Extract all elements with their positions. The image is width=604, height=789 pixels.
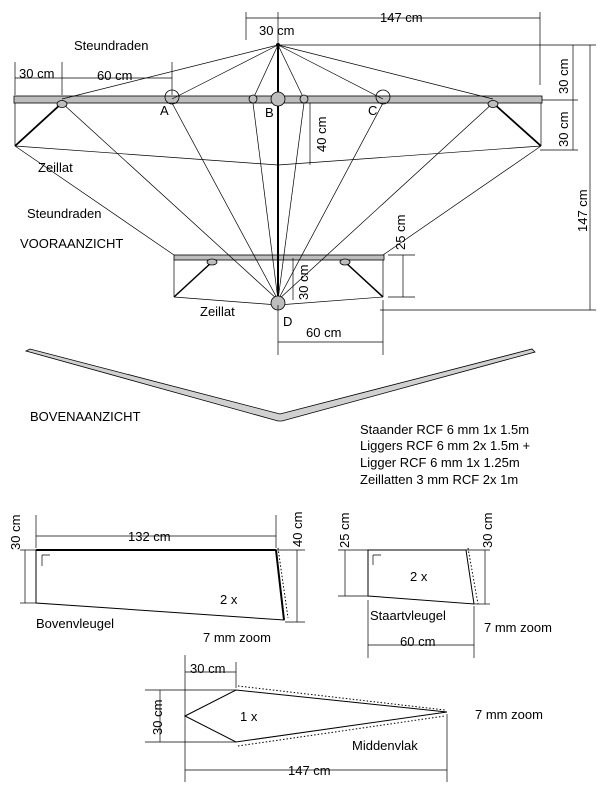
- dim-40-mid: 40 cm: [314, 117, 329, 152]
- top-view-title: BOVENAANZICHT: [30, 409, 141, 424]
- zeillat-lower-label: Zeillat: [200, 304, 235, 319]
- point-a-marker: [164, 89, 180, 105]
- point-a-label: A: [160, 103, 169, 118]
- tail-wing-dim-right: 30 cm: [480, 513, 495, 548]
- middle-panel-dim-top: 30 cm: [190, 661, 225, 676]
- dim-30-right-lower: 30 cm: [556, 112, 571, 147]
- point-c-marker: [375, 89, 391, 105]
- upper-wing-hem: 7 mm zoom: [203, 630, 271, 645]
- middle-panel-dim-left: 30 cm: [150, 700, 165, 735]
- material-line: Staander RCF 6 mm 1x 1.5m: [360, 422, 529, 437]
- tail-wing-count: 2 x: [410, 569, 428, 584]
- zeillat-upper-label: Zeillat: [38, 160, 73, 175]
- dim-30-tail: 30 cm: [296, 265, 311, 300]
- dim-25-tail: 25 cm: [393, 215, 408, 250]
- dim-30-left: 30 cm: [19, 66, 54, 81]
- middle-panel-name: Middenvlak: [352, 738, 418, 753]
- connectors: [56, 91, 499, 311]
- steundraden-label: Steundraden: [74, 38, 148, 53]
- dim-60-bottom: 60 cm: [306, 325, 341, 340]
- material-line: Ligger RCF 6 mm 1x 1.25m: [360, 455, 520, 470]
- batten-right: [492, 102, 542, 147]
- middle-panel-template: 30 cm 30 cm 1 x 7 mm zoom Middenvlak 147…: [145, 655, 543, 782]
- apex-point: [276, 43, 280, 47]
- upper-wing-count: 2 x: [220, 592, 238, 607]
- top-view-spar: [24, 348, 536, 422]
- upper-wing-dim-right: 40 cm: [290, 512, 305, 547]
- upper-wing-template: 132 cm 30 cm 40 cm 2 x Bovenvleugel 7 mm…: [8, 512, 305, 645]
- upper-wing-name: Bovenvleugel: [36, 616, 114, 631]
- tail-wing-template: 25 cm 30 cm 2 x Staartvleugel 7 mm zoom …: [337, 513, 552, 658]
- front-view-title: VOORAANZICHT: [20, 236, 123, 251]
- dim-147-right: 147 cm: [575, 189, 590, 232]
- middle-panel-dim-width: 147 cm: [288, 763, 331, 778]
- batten-tail-right: [344, 261, 384, 298]
- dim-147-top: 147 cm: [380, 10, 423, 25]
- middle-panel-count: 1 x: [240, 709, 258, 724]
- front-view: 30 cm 147 cm Steundraden 30 cm 60 cm A B…: [13, 10, 596, 355]
- upper-wing-dim-width: 132 cm: [128, 529, 171, 544]
- material-line: Liggers RCF 6 mm 2x 1.5m +: [360, 438, 530, 453]
- point-b-label: B: [265, 105, 274, 120]
- dim-30-top: 30 cm: [259, 23, 294, 38]
- middle-panel-hem: 7 mm zoom: [475, 707, 543, 722]
- material-line: Zeillatten 3 mm RCF 2x 1m: [360, 472, 518, 487]
- batten-left: [14, 102, 63, 147]
- bridle-lines: [14, 44, 542, 306]
- dim-60-left: 60 cm: [97, 68, 132, 83]
- tail-wing-dim-width: 60 cm: [400, 634, 435, 649]
- upper-wing-dim-left: 30 cm: [8, 515, 23, 550]
- tail-wing-dim-left: 25 cm: [337, 513, 352, 548]
- dim-30-right-upper: 30 cm: [556, 59, 571, 94]
- materials-list: Staander RCF 6 mm 1x 1.5m Liggers RCF 6 …: [360, 422, 530, 487]
- batten-tail-left: [173, 261, 213, 298]
- point-d-label: D: [283, 314, 292, 329]
- point-c-label: C: [368, 103, 377, 118]
- steundraden-mid-label: Steundraden: [27, 206, 101, 221]
- tail-wing-hem: 7 mm zoom: [484, 620, 552, 635]
- top-view: BOVENAANZICHT: [24, 348, 536, 424]
- tail-wing-name: Staartvleugel: [370, 608, 446, 623]
